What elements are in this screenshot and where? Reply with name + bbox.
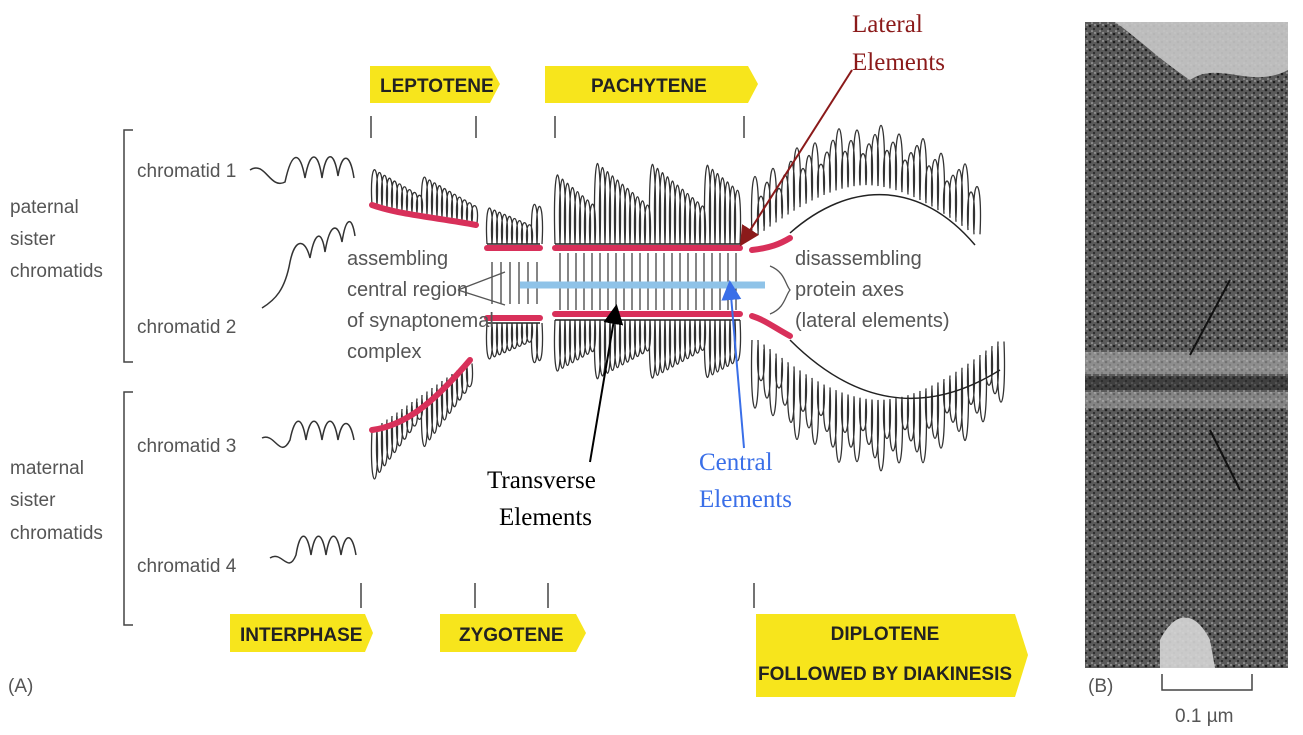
stage-banner-diplotene: DIPLOTENE FOLLOWED BY DIAKINESIS (756, 614, 1028, 697)
lateral-annotation: Lateral Elements (852, 11, 945, 76)
lateral-element-diplotene-top (752, 238, 790, 250)
lateral-element-diplotene-bottom (752, 316, 790, 336)
stage-banner-interphase: INTERPHASE (230, 614, 373, 652)
pachytene-label: PACHYTENE (591, 76, 707, 97)
paternal-group-label: paternal sister chromatids (10, 197, 103, 282)
interphase-chromatid-1 (250, 157, 354, 184)
scale-bar (1162, 674, 1252, 690)
transverse-arrow (590, 308, 616, 462)
scale-bar-label: 0.1 µm (1175, 706, 1233, 727)
maternal-bracket (124, 392, 133, 625)
disassembling-label: disassembling protein axes (lateral elem… (770, 248, 950, 332)
central-line-1: Central (699, 449, 773, 476)
top-stage-ticks (371, 116, 744, 138)
lateral-line-1: Lateral (852, 11, 923, 38)
micrograph-central-band-1 (1085, 352, 1288, 374)
electron-micrograph (1085, 22, 1288, 668)
loops-zygotene-top (486, 204, 542, 244)
assembling-line-2: central region (347, 279, 468, 301)
maternal-group-label: maternal sister chromatids (10, 458, 103, 544)
zygotene-label: ZYGOTENE (459, 625, 564, 646)
interphase-chromatids (250, 157, 356, 563)
lateral-element-leptotene-top (372, 205, 476, 225)
chromatid-3-label: chromatid 3 (137, 436, 236, 457)
chromatid-1-label: chromatid 1 (137, 161, 236, 182)
panel-b-label: (B) (1088, 676, 1113, 697)
paternal-line-1: paternal (10, 197, 79, 218)
assembling-line-3: of synaptonemal (347, 310, 494, 332)
loops-pachytene-bottom (554, 320, 740, 379)
loops-diplotene-bottom (752, 340, 1005, 471)
interphase-chromatid-4 (270, 536, 356, 563)
paternal-line-2: sister (10, 229, 56, 250)
maternal-line-3: chromatids (10, 523, 103, 544)
transverse-line-2: Elements (499, 504, 592, 531)
micrograph-dark-band (1085, 376, 1288, 390)
central-annotation: Central Elements (699, 449, 792, 513)
assembling-line-1: assembling (347, 248, 448, 270)
assembling-label: assembling central region of synaptonema… (347, 248, 505, 363)
maternal-line-1: maternal (10, 458, 84, 479)
chromatid-2-label: chromatid 2 (137, 317, 236, 338)
assembling-line-4: complex (347, 341, 421, 363)
stage-banner-pachytene: PACHYTENE (545, 66, 758, 103)
stage-banner-leptotene: LEPTOTENE (370, 66, 500, 103)
interphase-chromatid-3 (262, 421, 354, 447)
disassembling-line-1: disassembling (795, 248, 922, 270)
central-arrow (730, 284, 744, 448)
paternal-bracket (124, 130, 133, 362)
transverse-annotation: Transverse Elements (487, 467, 596, 531)
diplotene-label-line-1: DIPLOTENE (831, 624, 940, 645)
leptotene-label: LEPTOTENE (380, 76, 494, 97)
diplotene-label-line-2: FOLLOWED BY DIAKINESIS (758, 664, 1012, 685)
loops-diplotene-top (752, 125, 981, 235)
lateral-line-2: Elements (852, 49, 945, 76)
disassembling-line-2: protein axes (795, 279, 904, 301)
micrograph-central-band-2 (1085, 392, 1288, 408)
panel-a-label: (A) (8, 676, 33, 697)
central-line-2: Elements (699, 486, 792, 513)
loops-leptotene-bottom (371, 364, 472, 480)
interphase-label: INTERPHASE (240, 625, 362, 646)
loops-zygotene-bottom (486, 323, 542, 363)
chromatid-4-label: chromatid 4 (137, 556, 237, 577)
interphase-chromatid-2 (262, 222, 355, 308)
disassembling-line-3: (lateral elements) (795, 310, 950, 332)
stage-banner-zygotene: ZYGOTENE (440, 614, 586, 652)
loops-pachytene-top (554, 163, 740, 244)
paternal-line-3: chromatids (10, 261, 103, 282)
disassembling-brace (770, 266, 790, 314)
micrograph-background (1085, 22, 1288, 668)
transverse-line-1: Transverse (487, 467, 596, 494)
maternal-line-2: sister (10, 490, 56, 511)
bottom-stage-ticks (361, 583, 754, 608)
